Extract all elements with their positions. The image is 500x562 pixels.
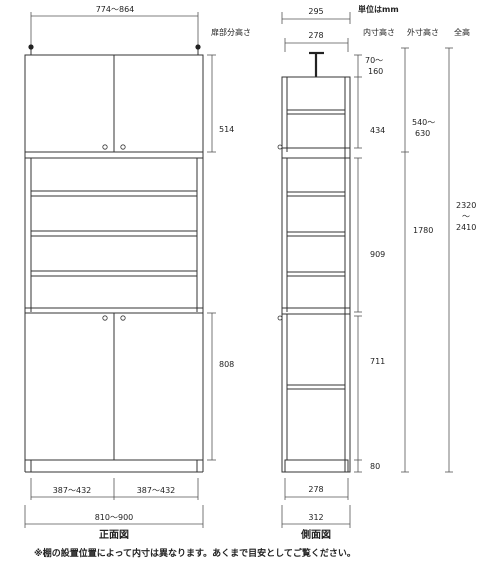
total-height-dim: 2320 〜 2410 — [445, 47, 476, 473]
front-shelf-1 — [30, 190, 198, 197]
side-middle-band — [281, 147, 351, 159]
upper-door-height-label: 514 — [219, 125, 234, 134]
middle-band — [24, 151, 204, 159]
side-shelf-1 — [286, 191, 346, 197]
front-shelf-4 — [24, 307, 204, 314]
door-half-left-label: 387〜432 — [53, 486, 92, 495]
side-outer-body — [281, 76, 351, 473]
side-upper-shelf — [286, 109, 346, 115]
inner-middle-label: 909 — [370, 250, 385, 259]
inner-upper-label: 434 — [370, 126, 385, 135]
side-total-depth-label: 312 — [308, 513, 323, 522]
outer-upper-label-b: 630 — [415, 129, 430, 138]
column-headers: 扉部分高さ 単位はmm 内寸高さ 外寸高さ 全高 — [211, 4, 470, 37]
footnote: ※棚の設置位置によって内寸は異なります。あくまで目安としてご覧ください。 — [34, 547, 356, 559]
lower-left-knob — [102, 315, 108, 321]
total-height-label-a: 2320 — [456, 201, 476, 210]
side-bottom-depth-label: 278 — [308, 485, 323, 494]
upper-right-knob — [120, 144, 126, 150]
total-height-label-c: 2410 — [456, 223, 476, 232]
door-half-right-label: 387〜432 — [137, 486, 176, 495]
front-shelf-3 — [30, 270, 198, 277]
inner-gap-label-a: 70〜 — [365, 56, 383, 65]
lower-right-knob — [120, 315, 126, 321]
inner-gap-label-b: 160 — [368, 67, 383, 76]
side-shelf-2 — [286, 231, 346, 237]
side-lower-knob — [277, 315, 283, 321]
total-width-label: 810〜900 — [95, 513, 134, 522]
upper-left-knob — [102, 144, 108, 150]
outer-height-dims: 540〜 630 1780 — [401, 47, 435, 473]
side-view: 295 278 278 — [277, 7, 351, 541]
inner-lower-label: 711 — [370, 357, 385, 366]
outer-height-header: 外寸高さ — [407, 27, 439, 37]
side-top-depth-label: 295 — [308, 7, 323, 16]
side-view-title: 側面図 — [300, 528, 331, 541]
front-shelf-2 — [30, 230, 198, 237]
inner-height-dims: 70〜 160 434 909 711 80 — [354, 54, 385, 473]
side-inner-depth-label: 278 — [308, 31, 323, 40]
top-fitting-right — [195, 44, 201, 50]
door-height-header: 扉部分高さ — [211, 27, 251, 37]
total-height-label-b: 〜 — [462, 212, 470, 221]
front-top-width-label: 774〜864 — [96, 5, 135, 14]
outer-lower-label: 1780 — [413, 226, 433, 235]
front-plinth — [30, 459, 198, 473]
side-upper-knob — [277, 144, 283, 150]
front-view-title: 正面図 — [99, 529, 129, 541]
side-lower-shelf — [286, 384, 346, 390]
side-shelf-4 — [281, 307, 351, 315]
total-height-header: 全高 — [454, 27, 470, 37]
outer-upper-label-a: 540〜 — [412, 118, 435, 127]
side-shelf-3 — [286, 271, 346, 277]
inner-plinth-label: 80 — [370, 462, 380, 471]
inner-height-header: 内寸高さ — [363, 27, 395, 37]
top-fitting-left — [28, 44, 34, 50]
side-plinth — [284, 459, 349, 473]
lower-door-height-label: 808 — [219, 360, 234, 369]
front-view: 774〜864 3 — [24, 5, 234, 541]
unit-header: 単位はmm — [358, 4, 399, 14]
